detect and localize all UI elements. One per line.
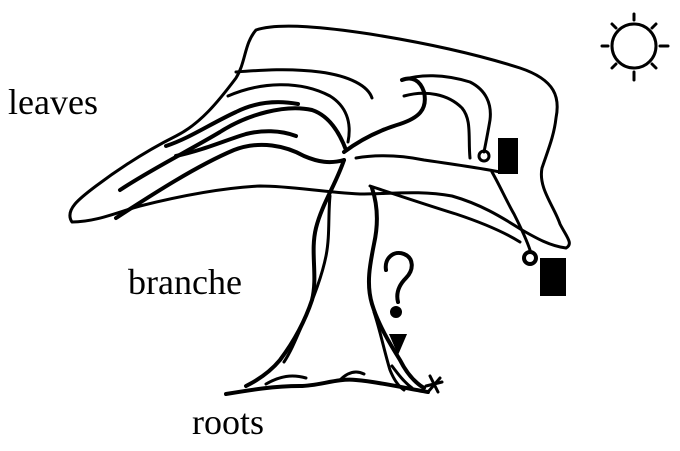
branch-line [116,145,344,218]
label-branche: branche [128,262,242,302]
branch-line [404,93,470,158]
roots-line [392,366,412,388]
branch-line [402,76,490,152]
lantern-icon [479,138,518,174]
label-leaves: leaves [8,82,98,122]
branch-line [356,156,500,172]
branch-line [228,85,349,142]
star-icon [426,376,442,392]
lantern-icon [524,252,566,296]
branch-line [176,131,296,156]
question-mark-icon [386,253,412,350]
trunk-right [369,188,424,388]
roots-line [226,380,428,394]
branch-line [370,186,520,242]
canopy-outline [70,26,569,248]
sun-icon [602,14,668,80]
roots-line [340,372,364,380]
branch-line [492,172,530,250]
branch-line [236,70,372,98]
label-roots: roots [192,402,264,442]
branch-line [166,102,298,146]
branch-line [344,79,425,153]
trunk-inner [284,196,330,362]
branch-line [120,108,346,190]
roots-line [266,376,306,384]
trunk-left [246,160,344,386]
